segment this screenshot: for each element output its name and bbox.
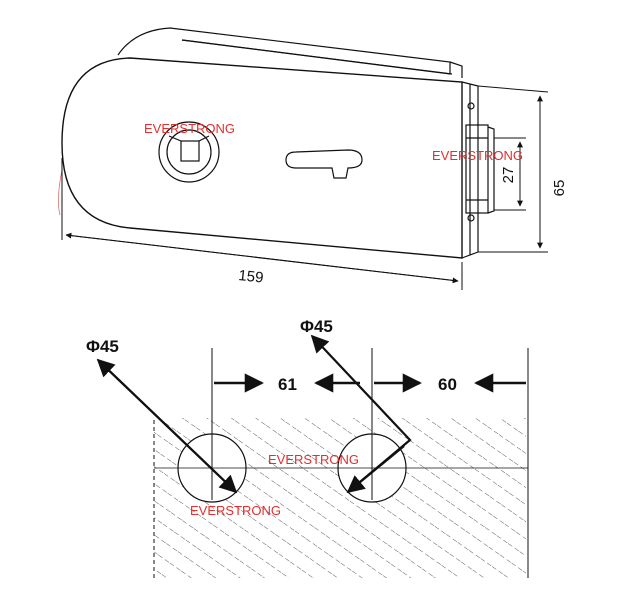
lock-body-drawing: [58, 27, 495, 259]
left-hole-diameter: Φ45: [86, 337, 119, 356]
watermark-1: EVERSTRONG: [144, 121, 235, 136]
back-plate: [117, 27, 451, 75]
height-dimension: [477, 85, 549, 253]
height-label: 65: [551, 180, 568, 197]
right-hole-diameter: Φ45: [300, 317, 333, 336]
watermark-4: EVERSTRONG: [190, 503, 281, 518]
width-dimension: [61, 158, 463, 290]
diameter-leaders: [96, 334, 412, 494]
key-cylinder: [285, 149, 363, 179]
strike-dimension: [494, 137, 526, 211]
strike-label: 27: [500, 167, 517, 184]
thumb-turn: [158, 121, 220, 183]
strike-plate: [465, 124, 489, 214]
spacing-left-label: 61: [278, 375, 297, 394]
watermark-3: EVERSTRONG: [268, 452, 359, 467]
watermark-2: EVERSTRONG: [432, 148, 523, 163]
front-plate: [61, 57, 463, 259]
width-label: 159: [238, 267, 265, 287]
spacing-right-label: 60: [438, 375, 457, 394]
